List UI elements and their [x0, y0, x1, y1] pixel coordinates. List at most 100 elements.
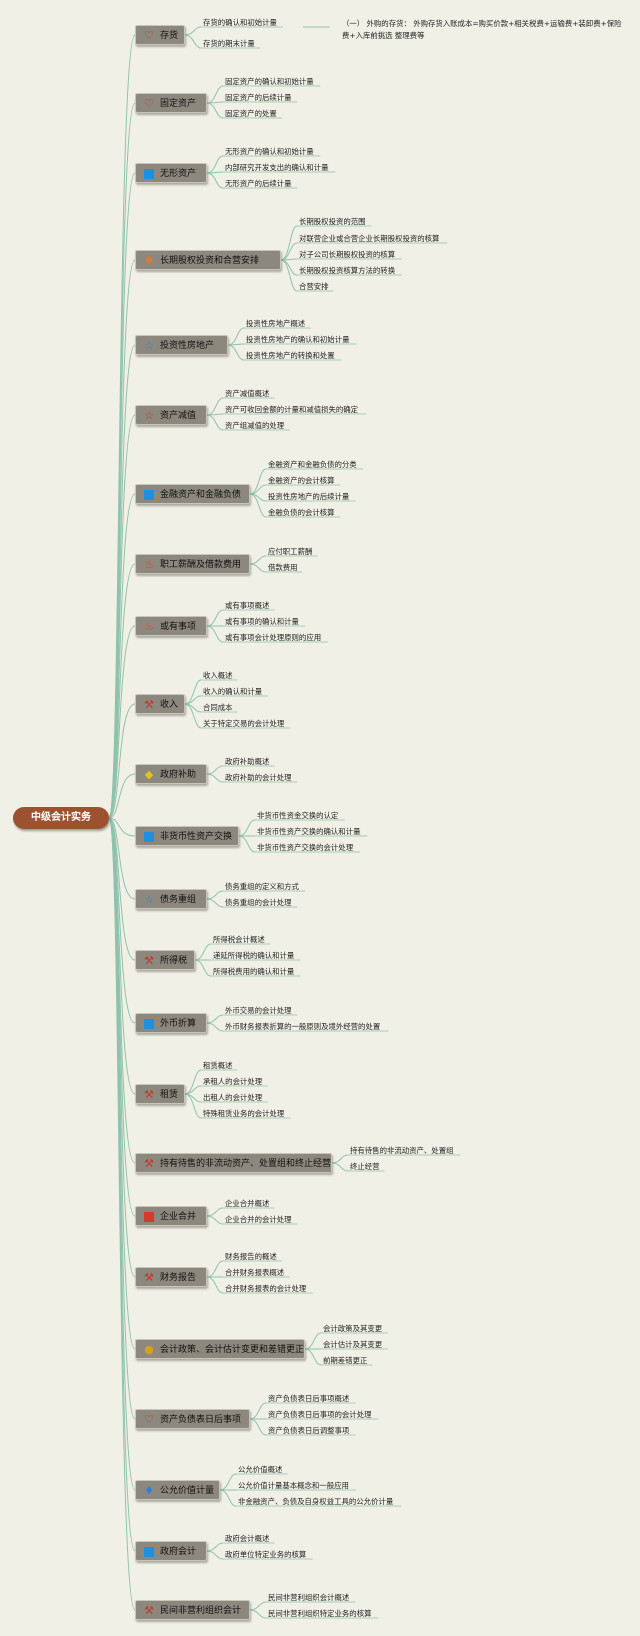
- red-square-icon: [142, 1210, 156, 1224]
- root-connector-1: [108, 102, 136, 819]
- branch-node-2[interactable]: 无形资产: [135, 163, 207, 183]
- leaf-node[interactable]: 政府单位特定业务的核算: [225, 1550, 307, 1559]
- leaf-node[interactable]: 固定资产的后续计量: [225, 93, 292, 102]
- branch-node-11[interactable]: 非货币性资产交换: [135, 826, 239, 846]
- leaf-node[interactable]: 对子公司长期股权投资的核算: [299, 250, 396, 259]
- leaf-node[interactable]: 持有待售的非流动资产、处置组: [350, 1146, 454, 1155]
- leaf-node[interactable]: 对联营企业或合营企业长期股权投资的核算: [299, 234, 440, 243]
- leaf-node[interactable]: 无形资产的确认和初始计量: [225, 147, 314, 156]
- leaf-node[interactable]: 或有事项的确认和计量: [225, 617, 299, 626]
- leaf-node[interactable]: 资产组减值的处理: [225, 421, 285, 430]
- leaf-node[interactable]: 政府补助概述: [225, 757, 270, 766]
- leaf-node[interactable]: 投资性房地产的转换和处置: [246, 351, 335, 360]
- leaf-node[interactable]: 债务重组的会计处理: [225, 898, 292, 907]
- leaf-node[interactable]: 外币交易的会计处理: [225, 1006, 292, 1015]
- branch-node-18[interactable]: ⚒财务报告: [135, 1267, 207, 1287]
- leaf-node[interactable]: 投资性房地产的后续计量: [268, 492, 350, 501]
- leaf-node[interactable]: 所得税费用的确认和计量: [213, 967, 295, 976]
- branch-node-14[interactable]: 外币折算: [135, 1013, 207, 1033]
- branch-node-12[interactable]: ☆债务重组: [135, 889, 207, 909]
- leaf-connector-15-3: [184, 1093, 202, 1119]
- leaf-node[interactable]: 投资性房地产概述: [246, 319, 306, 328]
- leaf-node[interactable]: 金融负债的会计核算: [268, 508, 335, 517]
- leaf-node[interactable]: 会计估计及其变更: [323, 1340, 383, 1349]
- leaf-node[interactable]: 外币财务报表折算的一般原则及境外经营的处置: [225, 1022, 381, 1031]
- leaf-node[interactable]: 金融资产的会计核算: [268, 476, 335, 485]
- leaf-node[interactable]: 无形资产的后续计量: [225, 179, 292, 188]
- leaf-node[interactable]: 资产可收回金额的计量和减值损失的确定: [225, 405, 359, 414]
- leaf-node[interactable]: 终止经营: [350, 1162, 380, 1171]
- branch-node-13[interactable]: ⚒所得税: [135, 950, 195, 970]
- leaf-node[interactable]: 递延所得税的确认和计量: [213, 951, 295, 960]
- branch-node-9[interactable]: ⚒收入: [135, 694, 185, 714]
- branch-node-7[interactable]: ♨职工薪酬及借款费用: [135, 554, 250, 574]
- branch-node-15[interactable]: ⚒租赁: [135, 1084, 185, 1104]
- branch-node-20[interactable]: ♡资产负债表日后事项: [135, 1409, 250, 1429]
- leaf-node[interactable]: 非货币性资产交换的会计处理: [257, 843, 354, 852]
- leaf-node[interactable]: 关于特定交易的会计处理: [203, 719, 285, 728]
- leaf-node[interactable]: 非货币性资金交换的认定: [257, 811, 339, 820]
- leaf-node[interactable]: 存货的确认和初始计量: [203, 18, 277, 27]
- branch-node-17[interactable]: 企业合并: [135, 1206, 207, 1226]
- leaf-node[interactable]: 出租人的会计处理: [203, 1093, 263, 1102]
- root-node[interactable]: 中级会计实务: [13, 807, 109, 829]
- branch-node-4[interactable]: ☆投资性房地产: [135, 335, 228, 355]
- leaf-node[interactable]: 企业合并的会计处理: [225, 1215, 292, 1224]
- leaf-node[interactable]: 承租人的会计处理: [203, 1077, 263, 1086]
- leaf-node[interactable]: 合并财务报表的会计处理: [225, 1284, 307, 1293]
- leaf-node[interactable]: 租赁概述: [203, 1061, 233, 1070]
- drop-icon: ♦: [144, 1484, 154, 1497]
- leaf-node[interactable]: 民间非营利组织会计概述: [268, 1593, 350, 1602]
- leaf-node[interactable]: 公允价值概述: [238, 1465, 283, 1474]
- branch-node-8[interactable]: ♨或有事项: [135, 616, 207, 636]
- leaf-node[interactable]: 财务报告的概述: [225, 1252, 277, 1261]
- leaf-node[interactable]: 应付职工薪酬: [268, 547, 313, 556]
- branch-node-6[interactable]: 金融资产和金融负债: [135, 484, 250, 504]
- branch-node-5[interactable]: ☆资产减值: [135, 405, 207, 425]
- leaf-node[interactable]: 会计政策及其变更: [323, 1324, 383, 1333]
- branch-node-21[interactable]: ♦公允价值计量: [135, 1480, 220, 1500]
- leaf-node[interactable]: 借款费用: [268, 563, 298, 572]
- leaf-node[interactable]: 或有事项概述: [225, 601, 270, 610]
- leaf-node[interactable]: 固定资产的确认和初始计量: [225, 77, 314, 86]
- leaf-node[interactable]: 存货的期末计量: [203, 39, 255, 48]
- leaf-node[interactable]: 合营安排: [299, 282, 329, 291]
- leaf-node[interactable]: 非金融资产、负债及自身权益工具的公允价计量: [238, 1497, 394, 1506]
- leaf-node[interactable]: 投资性房地产的确认和初始计量: [246, 335, 350, 344]
- branch-node-23[interactable]: ⚒民间非营利组织会计: [135, 1600, 250, 1620]
- leaf-node[interactable]: 政府补助的会计处理: [225, 773, 292, 782]
- leaf-node[interactable]: 收入的确认和计量: [203, 687, 263, 696]
- leaf-node[interactable]: 或有事项会计处理原则的应用: [225, 633, 322, 642]
- leaf-node[interactable]: 内部研究开发支出的确认和计量: [225, 163, 329, 172]
- leaf-node[interactable]: 合同成本: [203, 703, 233, 712]
- leaf-node[interactable]: 公允价值计量基本概念和一般应用: [238, 1481, 349, 1490]
- branch-node-3[interactable]: ✹长期股权投资和合营安排: [135, 250, 281, 270]
- leaf-node[interactable]: 特殊租赁业务的会计处理: [203, 1109, 285, 1118]
- branch-node-22[interactable]: 政府会计: [135, 1541, 207, 1561]
- leaf-node[interactable]: 固定资产的处置: [225, 109, 277, 118]
- branch-node-1[interactable]: ♡固定资产: [135, 93, 207, 113]
- leaf-node[interactable]: 民间非营利组织特定业务的核算: [268, 1609, 372, 1618]
- leaf-node[interactable]: 非货币性资产交换的确认和计量: [257, 827, 361, 836]
- leaf-node[interactable]: 收入概述: [203, 671, 233, 680]
- leaf-node[interactable]: 合并财务报表概述: [225, 1268, 285, 1277]
- branch-node-10[interactable]: ◆政府补助: [135, 764, 207, 784]
- leaf-connector-6-3: [249, 493, 267, 518]
- branch-node-19[interactable]: ●会计政策、会计估计变更和差错更正: [135, 1339, 305, 1359]
- leaf-node[interactable]: 所得税会计概述: [213, 935, 265, 944]
- leaf-node[interactable]: 债务重组的定义和方式: [225, 882, 299, 891]
- leaf-connector-0-1: [184, 34, 202, 49]
- leaf-node[interactable]: 政府会计概述: [225, 1534, 270, 1543]
- branch-node-16[interactable]: ⚒持有待售的非流动资产、处置组和终止经营: [135, 1153, 332, 1173]
- leaf-node[interactable]: 金融资产和金融负债的分类: [268, 460, 357, 469]
- leaf-node[interactable]: 前期差错更正: [323, 1356, 368, 1365]
- leaf-node[interactable]: 资产负债表日后调整事项: [268, 1426, 350, 1435]
- leaf-node[interactable]: 资产负债表日后事项概述: [268, 1394, 350, 1403]
- leaf-node[interactable]: 长期股权投资的范围: [299, 217, 366, 226]
- root-connector-5: [108, 414, 136, 819]
- leaf-node[interactable]: 长期股权投资核算方法的转换: [299, 266, 396, 275]
- leaf-node[interactable]: 资产负债表日后事项的会计处理: [268, 1410, 372, 1419]
- leaf-node[interactable]: 资产减值概述: [225, 389, 270, 398]
- leaf-node[interactable]: 企业合并概述: [225, 1199, 270, 1208]
- branch-node-0[interactable]: ♡存货: [135, 25, 185, 45]
